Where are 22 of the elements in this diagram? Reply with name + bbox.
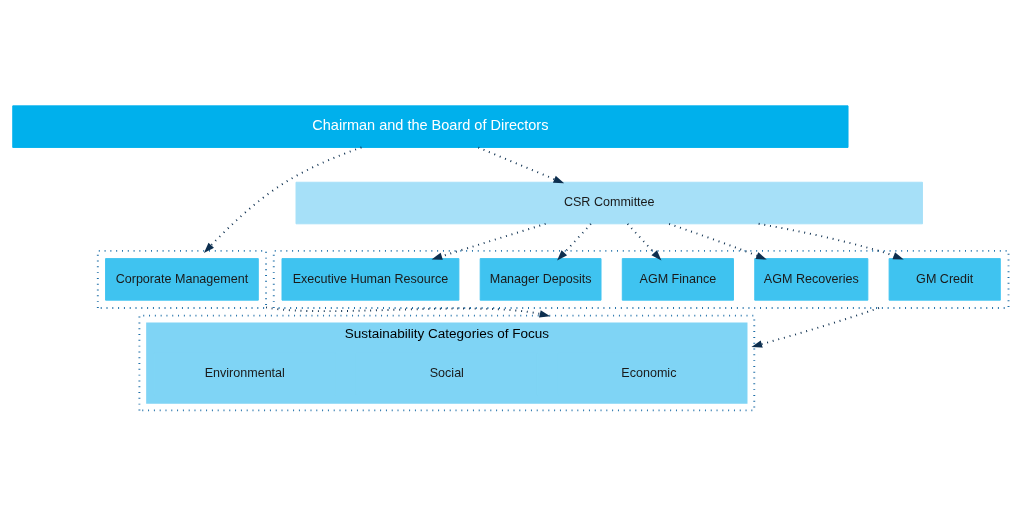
arrow [203,146,363,253]
node-box: Executive Human Resource [281,258,460,301]
arrow [265,306,551,318]
node-box: AGM Recoveries [754,258,869,301]
arrow [557,222,592,261]
node-box: CSR Committee [295,181,923,225]
node-text: Environmental [204,366,285,381]
arrow [626,222,662,261]
node-box: Manager Deposits [479,258,602,301]
arrow [668,222,767,260]
node-box: GM Credit [888,258,1001,301]
arrow [751,306,880,348]
node-box: Chairman and the Board of Directors [12,105,849,148]
cluster [138,314,756,412]
node-box: Corporate Management [105,258,259,301]
arrow [757,222,904,260]
arrow [477,146,565,184]
node-text: Economic [621,366,677,381]
node-box: AGM Finance [621,258,734,301]
arrow [431,222,547,260]
cluster [96,249,267,309]
node-text: Social [429,366,464,381]
